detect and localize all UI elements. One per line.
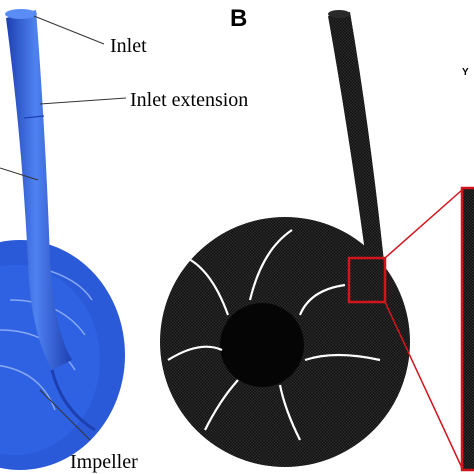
panel-b-mesh-model xyxy=(160,10,410,467)
axis-y-label: Y xyxy=(462,67,469,78)
mesh-inlet-pipe xyxy=(328,12,388,304)
panel-b-letter: B xyxy=(230,5,247,32)
impeller-callout-line xyxy=(39,389,91,441)
zoom-connector-top xyxy=(384,189,463,259)
mesh-impeller-blade xyxy=(248,229,293,301)
mesh-impeller-blade xyxy=(304,353,381,362)
inlet-extension-label: Inlet extension xyxy=(130,89,248,111)
mesh-impeller-hub xyxy=(220,303,304,387)
mesh-impeller-blade xyxy=(179,253,230,316)
inlet-extension-callout-line xyxy=(39,97,127,105)
panel-a-callouts xyxy=(0,15,127,441)
mesh-impeller-blade xyxy=(167,345,223,361)
zoom-connector-bottom xyxy=(384,301,463,469)
zoom-source-box xyxy=(347,256,387,304)
inlet-pipe xyxy=(6,10,72,370)
panel-a-pump-geometry xyxy=(0,9,125,470)
pipe-junction xyxy=(50,369,96,432)
impeller-label: Impeller xyxy=(70,451,138,473)
mesh-impeller-blade xyxy=(204,379,239,431)
zoom-detail-frame xyxy=(460,186,474,472)
mesh-impeller-blade xyxy=(298,283,346,316)
mesh-impeller-blade xyxy=(278,384,301,441)
inlet-opening xyxy=(5,9,37,19)
inlet-extension-seam xyxy=(23,115,45,119)
volute-callout-line xyxy=(0,167,39,181)
inlet-label: Inlet xyxy=(110,35,147,57)
inlet-callout-line xyxy=(33,15,105,45)
mesh-inlet-opening xyxy=(328,10,350,18)
zoom-indicator xyxy=(347,186,474,472)
